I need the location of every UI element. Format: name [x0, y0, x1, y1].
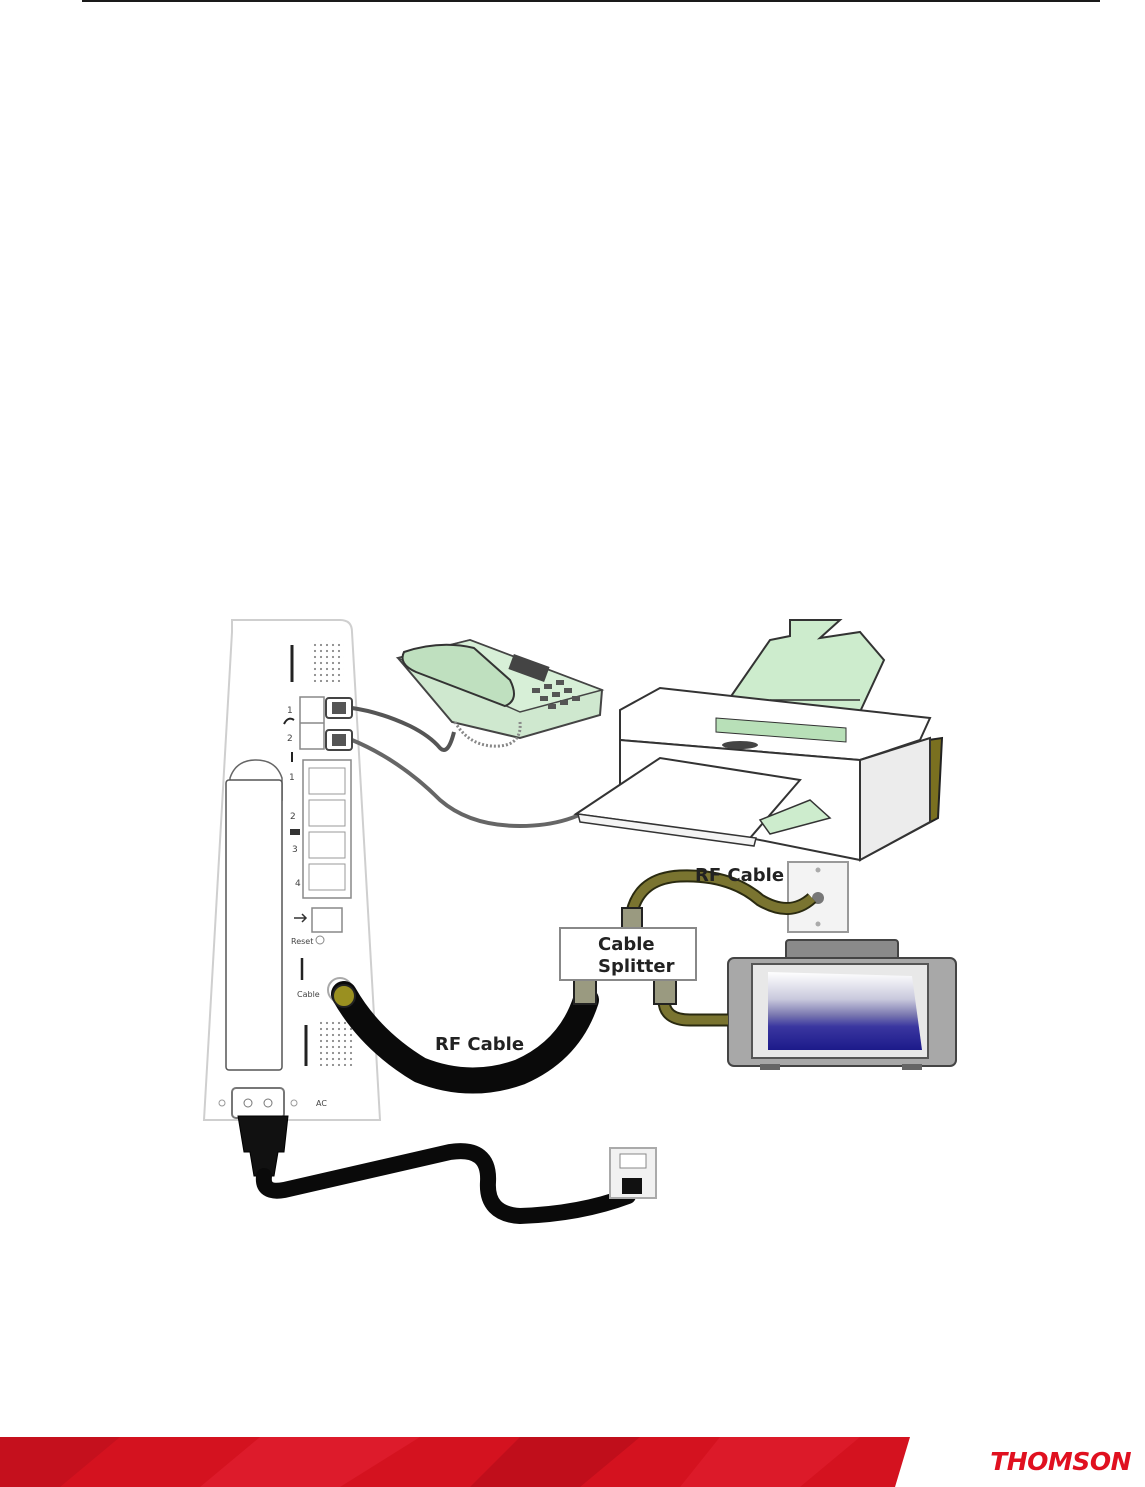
eth-port-2-label: 2 [290, 812, 296, 822]
wall-power-outlet [609, 1147, 657, 1199]
splitter-label-line1: Cable [598, 934, 655, 955]
television-icon [727, 939, 957, 1070]
phone-icon [283, 717, 295, 725]
header-rule [82, 0, 1100, 2]
printer-icon [573, 619, 944, 862]
power-cord [237, 1115, 636, 1225]
vent-top [312, 640, 344, 682]
wall-cable-outlet [787, 861, 849, 933]
telephone-icon [395, 638, 605, 748]
phone-port-2-label: 2 [287, 734, 293, 744]
cable-port-label: Cable [297, 990, 320, 999]
modem: 1 2 1 2 3 4 Reset Cable [202, 619, 382, 1121]
vent-bottom [320, 1020, 354, 1066]
thomson-logo: THOMSON [990, 1447, 1131, 1476]
usb-icon [294, 913, 308, 923]
ac-label: AC [316, 1099, 327, 1108]
cable-splitter [559, 927, 697, 981]
rf-cable-label-top: RF Cable [695, 865, 784, 886]
footer-bar [0, 1437, 910, 1487]
eth-port-4-label: 4 [295, 879, 301, 889]
reset-button [315, 935, 325, 945]
reset-label: Reset [291, 937, 313, 946]
splitter-label-line2: Splitter [598, 956, 675, 977]
connection-diagram: 1 2 1 2 3 4 Reset Cable [202, 619, 957, 1225]
rf-cable-label-bottom: RF Cable [435, 1034, 524, 1055]
eth-port-1-label: 1 [289, 773, 295, 783]
network-icon [290, 829, 300, 835]
eth-port-3-label: 3 [292, 845, 298, 855]
phone-port-1-label: 1 [287, 706, 293, 716]
